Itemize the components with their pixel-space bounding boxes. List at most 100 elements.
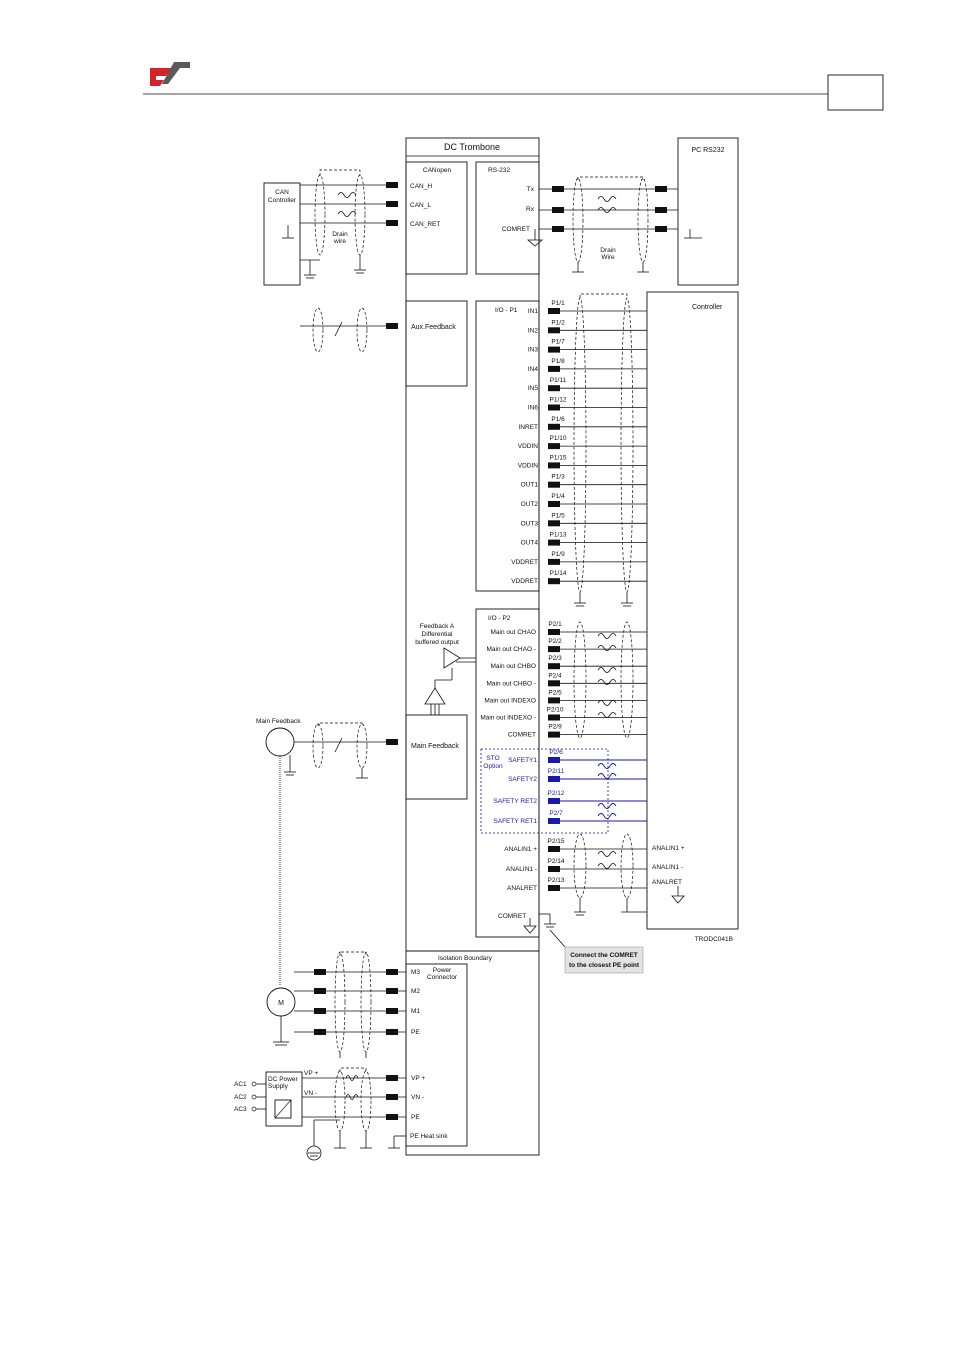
sto-connector <box>548 818 560 824</box>
io-p1-pin-label: P1/1 <box>551 300 565 307</box>
comret-note-line2: to the closest PE point <box>569 962 640 969</box>
io-p1-pin-label: P1/4 <box>551 493 565 500</box>
controller-analin-plus: ANALIN1 + <box>652 845 685 852</box>
io-p1-signal-label: VDDIN <box>518 443 539 450</box>
main-feedback-external-label: Main Feedback <box>256 718 301 725</box>
io-p1-signal-label: OUT3 <box>521 520 539 527</box>
power-motor-connector-right <box>386 1008 398 1014</box>
aux-feedback-box <box>405 300 468 387</box>
controller-analin-minus: ANALIN1 - <box>652 864 683 871</box>
motor-label: M <box>278 1000 284 1007</box>
io-p1-connector <box>548 327 560 334</box>
power-motor-pin-label: M2 <box>411 988 420 995</box>
io-p2-pin-label: P2/1 <box>548 621 562 628</box>
rs232-box <box>475 161 540 275</box>
io-p1-connector <box>548 539 560 546</box>
controller-box <box>646 291 739 930</box>
figure-code: TRODC041B <box>695 936 733 943</box>
dc-power-supply-symbol-slash <box>274 1099 292 1119</box>
power-motor-connector-left <box>314 1008 326 1014</box>
io-p1-signal-label: OUT1 <box>521 482 539 489</box>
sto-connector <box>548 776 560 782</box>
can-controller-box <box>263 182 301 286</box>
main-feedback-title: Main Feedback <box>411 743 459 750</box>
dc-wiring <box>306 1067 406 1161</box>
power-connector-title-2: Connector <box>427 974 458 981</box>
io-p1-signal-label: IN3 <box>528 347 539 354</box>
analog-connector <box>548 866 560 872</box>
rs232-pin-rx: Rx <box>526 206 535 213</box>
power-dc-pin-label: VN - <box>411 1094 424 1101</box>
dc-power-supply-label-1: DC Power <box>268 1076 298 1083</box>
page-number-box <box>827 74 884 111</box>
comret-note-box <box>564 946 644 974</box>
rs232-wiring <box>526 176 702 273</box>
io-p2-comret: COMRET <box>498 913 526 920</box>
dc-power-supply-box <box>265 1071 303 1127</box>
comret-ground <box>523 913 566 948</box>
io-p2-connector <box>548 697 560 704</box>
sto-pin-label: P2/12 <box>548 790 565 797</box>
comret-note-line1: Connect the COMRET <box>570 952 638 959</box>
sto-connector <box>548 798 560 804</box>
controller-title: Controller <box>692 304 723 311</box>
aux-feedback-wiring <box>300 307 398 353</box>
psu-vn-label: VN - <box>304 1090 317 1097</box>
dc-power-supply-symbol <box>274 1099 292 1119</box>
io-p2-connector <box>548 714 560 721</box>
ac-input-terminal <box>251 1081 257 1087</box>
canopen-pin-canh: CAN_H <box>410 183 432 190</box>
can-controller-label-1: CAN <box>275 189 289 196</box>
io-p2-connector <box>548 646 560 653</box>
sto-pin-label: P2/6 <box>549 749 563 756</box>
canopen-pin-canret: CAN_RET <box>410 221 440 228</box>
io-p1-pin-label: P1/8 <box>551 358 565 365</box>
rs232-title: RS-232 <box>488 167 510 174</box>
io-p1-signal-label: IN1 <box>528 308 539 315</box>
power-dc-connector <box>386 1094 398 1100</box>
analog-signal-label: ANALIN1 + <box>504 846 537 853</box>
io-p2-connector <box>548 629 560 635</box>
io-p1-connector <box>548 578 560 585</box>
io-p1-box <box>475 300 540 592</box>
power-connector-box <box>405 963 468 1147</box>
power-motor-connector-right <box>386 969 398 975</box>
ac-input-terminal <box>251 1094 257 1100</box>
io-p2-signal-label: Main out CHBO - <box>487 680 537 687</box>
io-p1-pin-label: P1/6 <box>551 416 565 423</box>
ac-input-label: AC3 <box>234 1106 247 1113</box>
io-p2-pin-label: P2/4 <box>548 672 562 679</box>
io-p1-pin-label: P1/12 <box>550 397 567 404</box>
io-p2-pin-label: P2/2 <box>548 638 562 645</box>
io-p2-signal-label: Main out INDEXO - <box>480 715 536 722</box>
io-p1-pin-label: P1/3 <box>551 474 565 481</box>
can-drain-label-2: wire <box>333 238 346 245</box>
power-dc-connector <box>386 1114 398 1120</box>
canopen-pin-canl: CAN_L <box>410 202 431 209</box>
feedback-a-line2: Differential <box>422 631 454 638</box>
power-motor-connector-left <box>314 1029 326 1035</box>
power-motor-pin-label: PE <box>411 1029 420 1036</box>
analog-pin-label: P2/15 <box>548 838 565 845</box>
io-p1-connector <box>548 423 560 430</box>
power-motor-connector-right <box>386 1029 398 1035</box>
main-feedback-box <box>405 714 468 800</box>
io-p1-pin-label: P1/10 <box>550 435 567 442</box>
feedback-a-line1: Feedback A <box>420 623 455 630</box>
power-motor-connector-left <box>314 969 326 975</box>
io-p1-signal-label: VDDRET <box>511 559 538 566</box>
rs232-pin-comret: COMRET <box>502 226 530 233</box>
analog-connector <box>548 885 560 891</box>
io-p1-pin-label: P1/2 <box>551 319 565 326</box>
sto-label-2: Option <box>483 763 503 770</box>
aux-feedback-title: Aux.Feedback <box>411 324 456 331</box>
io-p1-pin-label: P1/13 <box>550 532 567 539</box>
ac-input-terminal <box>251 1106 257 1112</box>
io-p2-pin-label: P2/5 <box>548 689 562 696</box>
power-dc-pin-label: VP + <box>411 1075 425 1082</box>
sto-option-box <box>480 748 609 834</box>
power-motor-pin-label: M1 <box>411 1008 420 1015</box>
